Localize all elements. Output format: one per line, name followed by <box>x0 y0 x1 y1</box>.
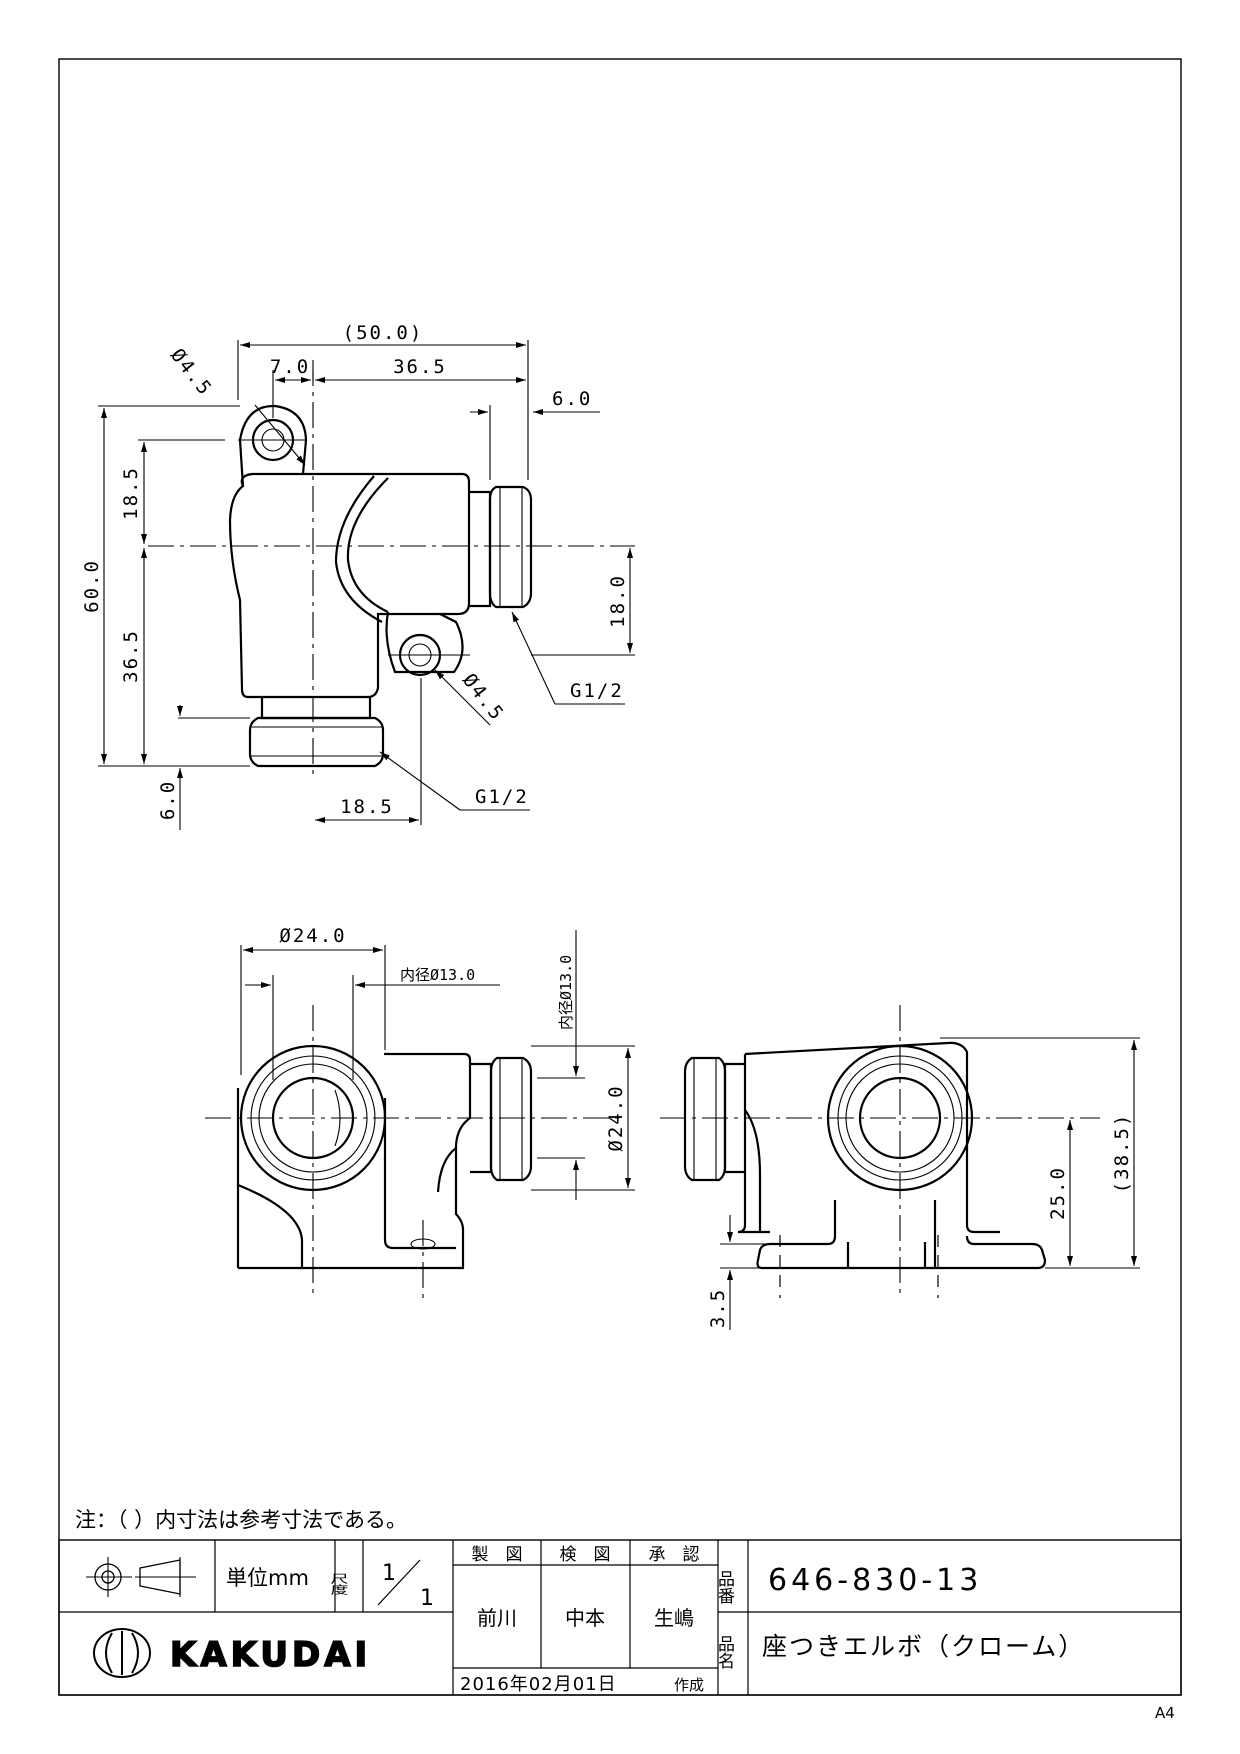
approved-header: 承 認 <box>649 1545 700 1565</box>
dim-total-height: (38.5) <box>1111 1113 1133 1194</box>
scale-denominator: 1 <box>420 1586 434 1611</box>
scale-label: 尺度 <box>328 1573 349 1595</box>
dim-inner-dia-front: 内径Ø13.0 <box>400 966 475 984</box>
dim-nipple-bottom: 6.0 <box>157 780 179 820</box>
dim-right-span: 36.5 <box>393 356 447 378</box>
dim-hole-dia-bottom: Ø4.5 <box>458 670 508 726</box>
third-angle-projection-icon <box>86 1557 196 1597</box>
dim-center-height: 25.0 <box>1047 1166 1069 1220</box>
dim-overall-width: (50.0) <box>343 322 424 344</box>
dim-bottom-offset: 18.5 <box>340 796 394 818</box>
thread-bottom-label: G1/2 <box>475 786 529 808</box>
front-view: Ø24.0 内径Ø13.0 内径Ø13.0 Ø24.0 <box>205 925 635 1298</box>
mount-hole-top <box>251 418 295 462</box>
created-label: 作成 <box>674 1676 704 1694</box>
unit-label: 単位mm <box>226 1566 309 1590</box>
drawing-date: 2016年02月01日 <box>460 1674 617 1695</box>
part-name: 座つきエルボ（クローム） <box>762 1632 1085 1661</box>
dim-outer-dia-side: Ø24.0 <box>605 1084 627 1151</box>
part-number: 646-830-13 <box>768 1563 982 1598</box>
checked-by: 中本 <box>565 1606 605 1630</box>
approved-by: 生嶋 <box>654 1606 694 1630</box>
scale-numerator: 1 <box>382 1561 396 1586</box>
reference-dimension-note: 注：（ ）内寸法は参考寸法である。 <box>75 1508 407 1532</box>
title-block: 単位mm 尺度 1 1 製 図 検 図 承 認 前川 中本 生嶋 2016年02… <box>58 1539 1182 1696</box>
dim-right-thread-width: 18.0 <box>607 574 629 628</box>
dim-outer-dia-front: Ø24.0 <box>279 925 346 947</box>
dim-height-overall: 60.0 <box>81 559 103 613</box>
checked-header: 検 図 <box>560 1545 611 1565</box>
dim-lower-height: 36.5 <box>120 629 142 683</box>
dim-left-offset: 7.0 <box>270 356 310 378</box>
mount-hole-bottom <box>398 633 442 677</box>
made-header: 製 図 <box>472 1545 523 1565</box>
drawing-border <box>58 58 1182 1696</box>
made-by: 前川 <box>477 1606 517 1630</box>
thread-right-label: G1/2 <box>570 680 624 702</box>
part-name-label: 品名 <box>714 1635 735 1669</box>
kakudai-logo-icon: KAKUDAI <box>93 1628 371 1678</box>
side-view: (38.5) 25.0 3.5 <box>660 1005 1140 1330</box>
dim-inner-dia-side: 内径Ø13.0 <box>557 955 575 1030</box>
dim-hole-dia-top: Ø4.5 <box>166 345 216 401</box>
paper-size: A4 <box>1155 1704 1175 1722</box>
dim-base-thickness: 3.5 <box>707 1288 729 1328</box>
part-no-label: 品番 <box>714 1570 735 1604</box>
dim-nipple-right: 6.0 <box>552 388 592 410</box>
brand-name: KAKUDAI <box>170 1635 371 1675</box>
top-view: (50.0) 7.0 36.5 Ø4.5 6.0 60.0 18.5 36.5 … <box>81 322 635 830</box>
dim-upper-height: 18.5 <box>120 466 142 520</box>
